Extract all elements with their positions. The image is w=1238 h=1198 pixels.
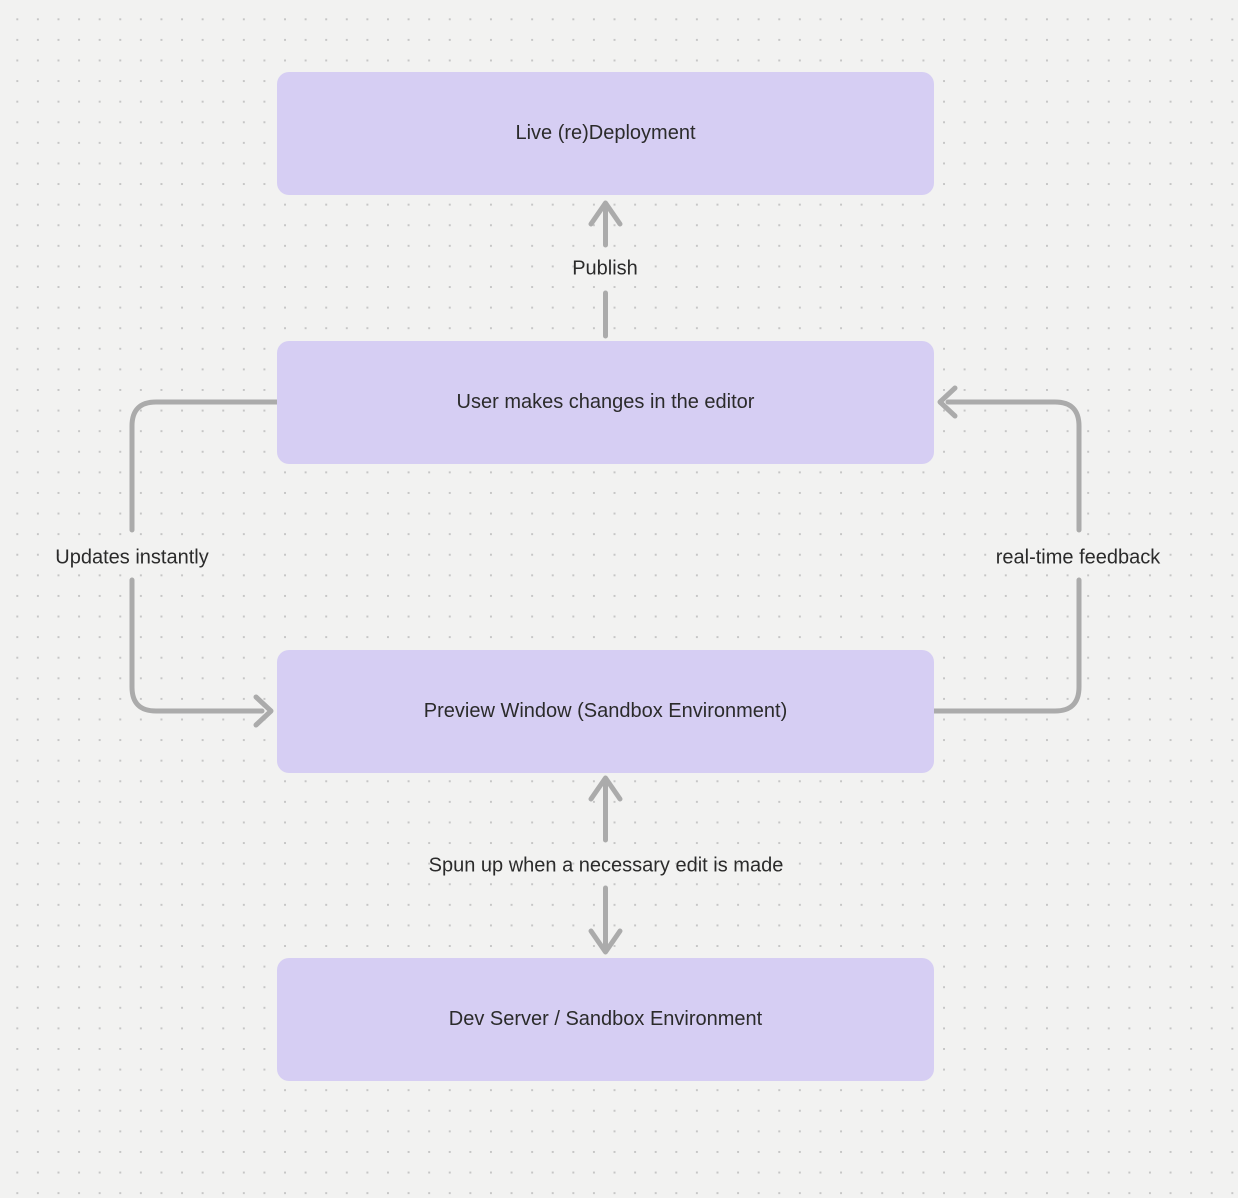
node-label: User makes changes in the editor [456,391,755,413]
edge-label-updates-instantly: Updates instantly [55,546,209,569]
node-live-redeployment[interactable]: Live (re)Deployment [277,72,934,195]
edge-spun-up-arrow [588,775,623,955]
edge-label-publish: Publish [572,257,638,280]
node-label: Live (re)Deployment [515,122,696,144]
node-label: Preview Window (Sandbox Environment) [423,700,788,722]
node-preview-window[interactable]: Preview Window (Sandbox Environment) [277,650,934,773]
edge-label-realtime-feedback: real-time feedback [995,546,1161,569]
node-user-makes-changes[interactable]: User makes changes in the editor [277,341,934,464]
node-dev-server[interactable]: Dev Server / Sandbox Environment [277,958,934,1081]
node-label: Dev Server / Sandbox Environment [448,1008,763,1030]
edge-realtime-feedback-arrow [931,385,1082,714]
edge-label-spun-up: Spun up when a necessary edit is made [428,854,784,877]
edge-publish-arrow [588,200,623,339]
edge-updates-instantly-arrow [129,399,280,728]
